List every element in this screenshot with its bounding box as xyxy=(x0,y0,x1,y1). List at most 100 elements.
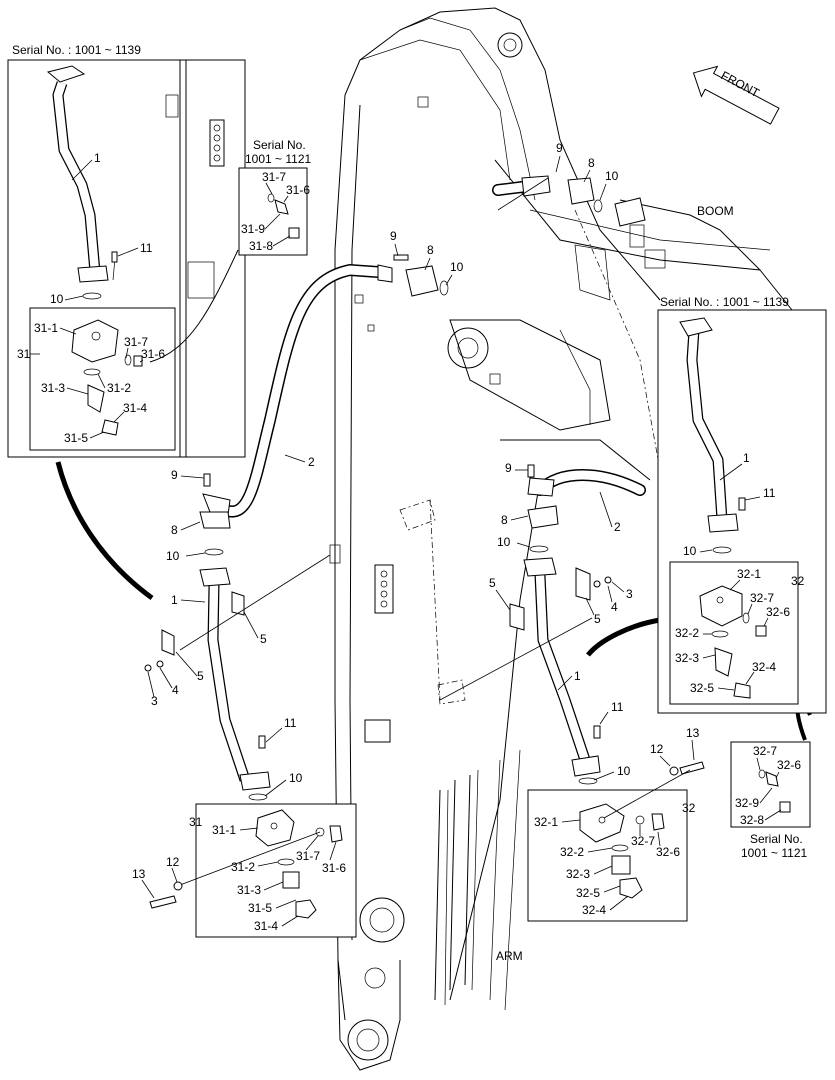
callout-31-4-b: 31-4 xyxy=(254,919,278,933)
boom-label: BOOM xyxy=(697,204,734,218)
callout-31-6-b: 31-6 xyxy=(322,861,346,875)
callout-11: 11 xyxy=(140,241,153,255)
callout-12-left: 12 xyxy=(166,855,180,869)
callout-31-5: 31-5 xyxy=(64,431,88,445)
callout-1: 1 xyxy=(94,151,101,165)
callout-32-4-b: 32-4 xyxy=(582,903,606,917)
callout-32-6-b: 32-6 xyxy=(656,845,680,859)
callout-9-top: 9 xyxy=(390,229,397,243)
callout-11-rp: 11 xyxy=(763,486,776,500)
callout-9-right: 9 xyxy=(505,461,512,475)
left-panel-callouts: 1 11 10 31 31-1 31-7 31-6 31-2 31-3 31-4… xyxy=(17,151,165,445)
small-callout-32-7: 32-7 xyxy=(753,744,777,758)
arm-label: ARM xyxy=(496,949,523,963)
small-callout-31-6: 31-6 xyxy=(286,183,310,197)
callout-32-3-b: 32-3 xyxy=(566,867,590,881)
callout-32-1-rp: 32-1 xyxy=(737,567,761,581)
callout-31-2-b: 31-2 xyxy=(231,860,255,874)
callout-31: 31 xyxy=(17,347,31,361)
callout-1-rp: 1 xyxy=(743,451,750,465)
serial-right-panel: Serial No. : 1001 ~ 1139 xyxy=(660,295,789,309)
front-label: FRONT xyxy=(719,68,763,100)
callout-3: 3 xyxy=(151,694,158,708)
callout-32-3-rp: 32-3 xyxy=(675,651,699,665)
callout-32-rp: 32 xyxy=(791,574,805,588)
main-hose-left xyxy=(161,254,449,791)
callout-10-rp: 10 xyxy=(683,544,697,558)
callout-31-3-b: 31-3 xyxy=(237,883,261,897)
callout-13-right: 13 xyxy=(686,726,700,740)
small-left-serial-box: 31-7 31-6 31-9 31-8 xyxy=(238,167,310,256)
callout-31-2: 31-2 xyxy=(107,381,131,395)
callout-1-right: 1 xyxy=(574,669,581,683)
small-callout-31-9: 31-9 xyxy=(241,222,265,236)
callout-10-right-top: 10 xyxy=(605,169,619,183)
pointer-arc-mid xyxy=(586,617,661,657)
callout-32-4-rp: 32-4 xyxy=(752,660,776,674)
serial-left-panel: Serial No. : 1001 ~ 1139 xyxy=(12,43,141,57)
left-detail-panel xyxy=(7,59,246,458)
callout-32-2-rp: 32-2 xyxy=(675,626,699,640)
callout-31-1: 31-1 xyxy=(34,321,58,335)
callout-1: 1 xyxy=(171,593,178,607)
right-bottom-assembly-box: 32 32-1 32-7 32-6 32-2 32-3 32-5 32-4 xyxy=(527,769,696,922)
small-callout-31-7: 31-7 xyxy=(262,170,286,184)
callout-10-right-lower: 10 xyxy=(617,764,631,778)
front-arrow-icon xyxy=(692,65,780,125)
callout-10: 10 xyxy=(50,292,64,306)
callout-10-lower: 10 xyxy=(289,771,303,785)
boom-structure xyxy=(329,7,801,1071)
right-piping: 9 8 10 9 8 10 2 5 5 4 3 1 11 10 12 13 xyxy=(439,141,705,785)
callout-31-7-b: 31-7 xyxy=(296,849,320,863)
callout-4: 4 xyxy=(172,683,179,697)
serial-small-left-title: Serial No. xyxy=(253,138,306,152)
callout-10-top: 10 xyxy=(450,260,464,274)
callout-31-1-b: 31-1 xyxy=(212,823,236,837)
callout-3-right: 3 xyxy=(626,587,633,601)
callout-8-top: 8 xyxy=(427,243,434,257)
callout-31-5-b: 31-5 xyxy=(248,901,272,915)
callout-31-box: 31 xyxy=(189,815,203,829)
small-callout-31-8: 31-8 xyxy=(249,239,273,253)
callout-10: 10 xyxy=(166,549,180,563)
small-callout-32-9: 32-9 xyxy=(735,796,759,810)
callout-8-right: 8 xyxy=(501,513,508,527)
serial-small-right-range: 1001 ~ 1121 xyxy=(741,846,808,860)
callout-4-right: 4 xyxy=(611,600,618,614)
callout-31-3: 31-3 xyxy=(41,381,65,395)
callout-8-right-top: 8 xyxy=(588,156,595,170)
callout-11: 11 xyxy=(284,716,297,730)
callout-5-lower: 5 xyxy=(197,669,204,683)
small-callout-32-8: 32-8 xyxy=(740,813,764,827)
serial-small-right-title: Serial No. xyxy=(750,832,803,846)
callout-2-right: 2 xyxy=(614,520,621,534)
callout-32-6-rp: 32-6 xyxy=(766,605,790,619)
callout-32-7-rp: 32-7 xyxy=(750,591,774,605)
small-right-serial-box: 32-7 32-6 32-9 32-8 xyxy=(730,741,811,828)
callout-31-4: 31-4 xyxy=(123,401,147,415)
callout-10-right: 10 xyxy=(497,535,511,549)
left-bottom-assembly-box: 31 31-1 31-7 31-6 31-2 31-3 31-5 31-4 12… xyxy=(132,803,357,938)
pointer-arc-left xyxy=(55,461,154,601)
callout-31-6: 31-6 xyxy=(141,347,165,361)
callout-5-right-b: 5 xyxy=(594,612,601,626)
serial-small-left-range: 1001 ~ 1121 xyxy=(245,152,312,166)
callout-32-2-b: 32-2 xyxy=(560,845,584,859)
callout-12-right: 12 xyxy=(650,742,664,756)
callout-2: 2 xyxy=(308,455,315,469)
right-detail-panel: 1 11 10 32 32-1 32-7 32-6 32-2 32-3 32-4… xyxy=(657,309,827,714)
callout-8: 8 xyxy=(171,523,178,537)
callout-32-5-b: 32-5 xyxy=(576,886,600,900)
callout-13-left: 13 xyxy=(132,867,146,881)
small-callout-32-6: 32-6 xyxy=(777,758,801,772)
callout-5-upper: 5 xyxy=(260,632,267,646)
callout-9-right-top: 9 xyxy=(556,141,563,155)
callout-11-right: 11 xyxy=(611,700,624,714)
callout-9: 9 xyxy=(171,468,178,482)
callout-5-right-a: 5 xyxy=(489,576,496,590)
main-left-callouts: 9 8 10 2 9 8 10 1 5 5 4 3 11 10 xyxy=(144,229,464,801)
callout-32-7-b: 32-7 xyxy=(631,834,655,848)
callout-32-5-rp: 32-5 xyxy=(690,681,714,695)
callout-32-1-b: 32-1 xyxy=(534,815,558,829)
